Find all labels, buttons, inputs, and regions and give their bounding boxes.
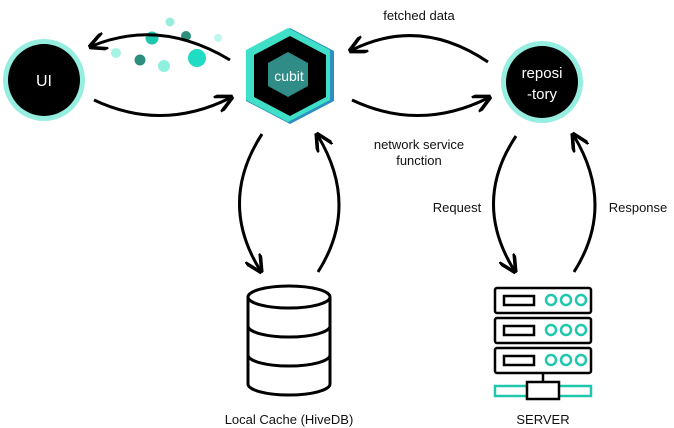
repository-label-line2: -tory	[527, 86, 558, 103]
cubit-label: cubit	[274, 68, 304, 84]
arrow-cubit-to-cache	[238, 133, 262, 270]
response-label: Response	[609, 200, 668, 215]
ui-node: UI	[3, 39, 85, 121]
arrow-cache-to-cubit	[318, 136, 341, 273]
repository-node: reposi -tory	[501, 41, 583, 123]
arrow-cubit-to-ui	[92, 35, 231, 62]
local-cache-label: Local Cache (HiveDB)	[225, 412, 354, 427]
fetched-data-label: fetched data	[383, 8, 455, 23]
server-label: SERVER	[516, 412, 569, 427]
network-service-label-line2: function	[396, 153, 442, 168]
arrow-cubit-to-repository	[351, 98, 488, 117]
arrow-ui-to-cubit	[93, 98, 230, 117]
database-icon	[246, 284, 332, 397]
network-service-label-line1: network service	[374, 137, 464, 152]
request-label: Request	[433, 200, 482, 215]
repository-label-line1: reposi	[522, 65, 563, 82]
cubit-inner-hex-icon	[268, 52, 308, 97]
ui-label: UI	[36, 73, 52, 90]
arrow-response	[574, 136, 597, 273]
arrow-request	[492, 135, 516, 270]
arrow-repository-to-cubit	[352, 34, 489, 64]
data-stream-dots	[111, 17, 222, 72]
server-rack-icon	[493, 286, 593, 401]
cubit-node: cubit	[246, 28, 334, 124]
